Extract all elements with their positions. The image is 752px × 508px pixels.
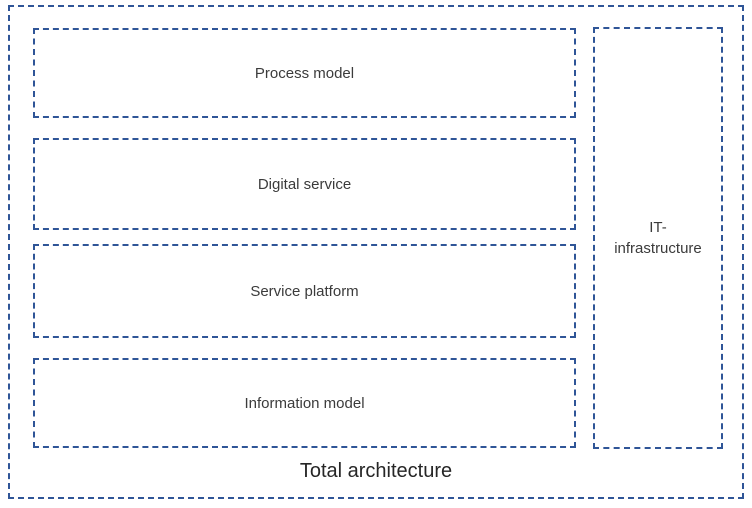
layer-label-process-model: Process model <box>254 64 355 82</box>
layer-box-service-platform: Service platform <box>33 244 576 338</box>
diagram-title: Total architecture <box>299 460 453 482</box>
layer-box-process-model: Process model <box>33 28 576 118</box>
side-box-it-infrastructure: IT-infrastructure <box>593 27 723 449</box>
layer-label-service-platform: Service platform <box>250 282 359 300</box>
layer-label-digital-service: Digital service <box>257 175 352 193</box>
total-architecture-box <box>8 5 744 499</box>
layer-box-digital-service: Digital service <box>33 138 576 230</box>
layer-box-information-model: Information model <box>33 358 576 448</box>
layer-label-information-model: Information model <box>244 394 365 412</box>
side-label-it-infrastructure: IT-infrastructure <box>614 219 702 257</box>
